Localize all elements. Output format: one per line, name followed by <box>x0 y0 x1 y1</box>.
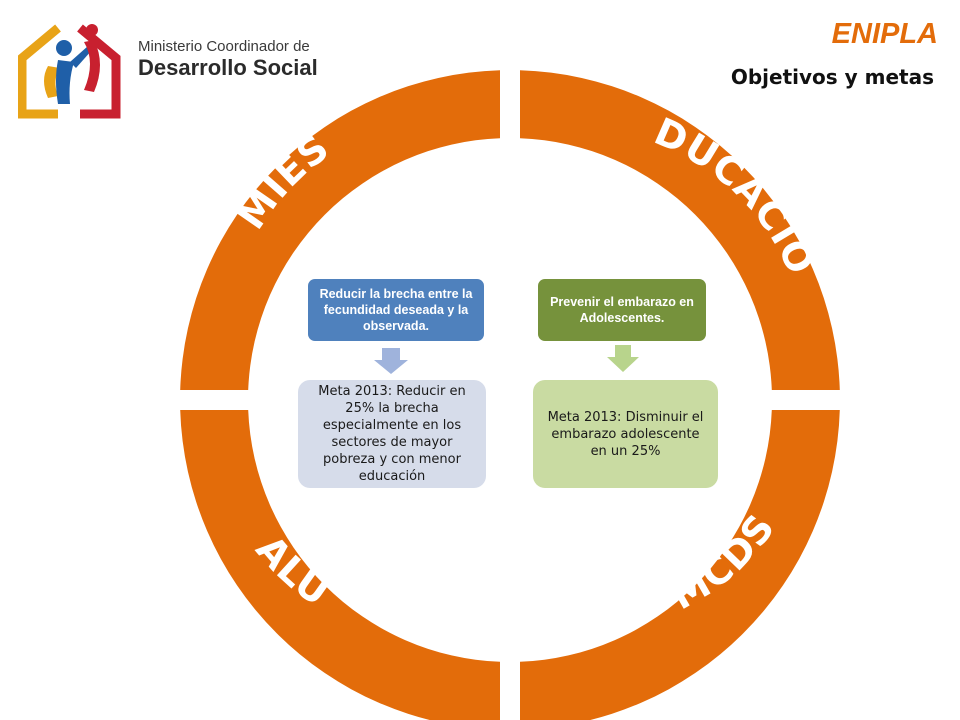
goal-box-left: Meta 2013: Reducir en 25% la brecha espe… <box>298 380 486 488</box>
goal-box-right: Meta 2013: Disminuir el embarazo adolesc… <box>533 380 718 488</box>
logo-wordmark: Ministerio Coordinador de Desarrollo Soc… <box>138 38 318 81</box>
down-arrow-right <box>607 345 639 372</box>
objective-text-left: Reducir la brecha entre la fecundidad de… <box>319 287 473 333</box>
objective-box-left: Reducir la brecha entre la fecundidad de… <box>308 279 484 341</box>
goal-text-left: Meta 2013: Reducir en 25% la brecha espe… <box>318 384 466 484</box>
ring-segment-mcds <box>520 410 840 720</box>
objective-box-right: Prevenir el embarazo en Adolescentes. <box>538 279 706 341</box>
logo-line-2: Desarrollo Social <box>138 55 318 80</box>
ring-segment-mies <box>180 70 500 390</box>
ring-segments <box>180 70 840 720</box>
logo-line-1: Ministerio Coordinador de <box>138 38 310 55</box>
ring-segment-salud <box>180 410 500 720</box>
ring-segment-educacion <box>520 70 840 390</box>
ministry-logo: Ministerio Coordinador de Desarrollo Soc… <box>17 18 318 122</box>
family-logo-icon <box>17 24 121 119</box>
down-arrow-left <box>374 348 408 374</box>
page-subtitle: Objetivos y metas <box>730 65 934 89</box>
page-title: ENIPLA <box>831 18 938 50</box>
objective-text-right: Prevenir el embarazo en Adolescentes. <box>550 295 694 325</box>
goal-text-right: Meta 2013: Disminuir el embarazo adolesc… <box>547 409 704 459</box>
